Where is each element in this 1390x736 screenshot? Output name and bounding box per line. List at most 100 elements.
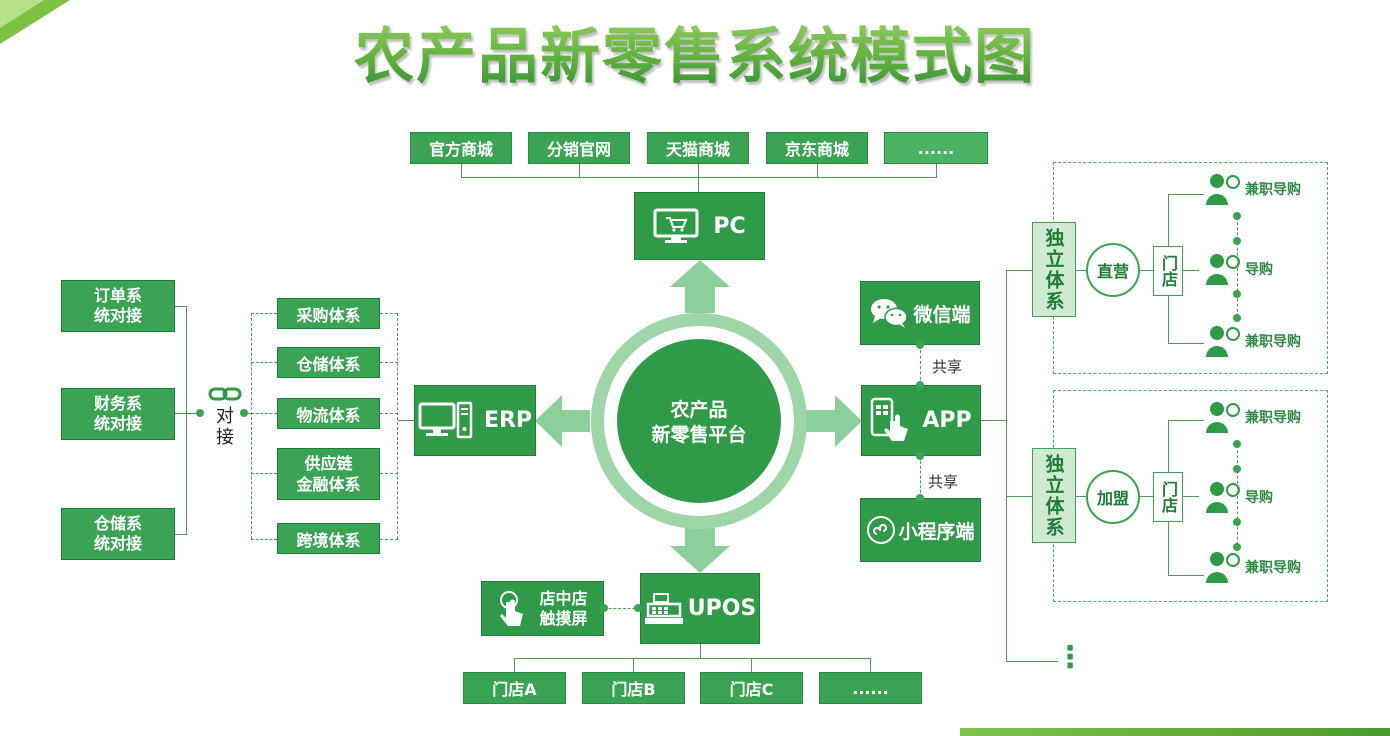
dot — [1233, 212, 1241, 220]
order-line1: 订单系 — [93, 286, 142, 305]
center-platform: 农产品 新零售平台 — [619, 398, 779, 448]
dot — [1233, 543, 1241, 551]
connector — [1168, 296, 1169, 343]
connect-line2: 接 — [216, 427, 234, 448]
module-procurement: 采购体系 — [277, 298, 380, 329]
dot — [1233, 237, 1241, 245]
connector — [698, 164, 699, 192]
staff-label: 兼职导购 — [1245, 560, 1301, 576]
dot — [916, 494, 924, 502]
connect-line1: 对 — [216, 406, 234, 427]
connector — [1006, 496, 1032, 497]
connector — [1168, 522, 1169, 575]
connector — [251, 413, 277, 414]
modules-frame — [251, 313, 398, 539]
arrow-down — [670, 525, 730, 573]
store-a: 门店A — [463, 672, 566, 704]
connector — [633, 658, 634, 672]
connector — [936, 164, 937, 178]
corner-decoration-light — [0, 0, 44, 28]
order-system-box: 订单系 统对接 — [61, 280, 175, 332]
erp-box: ERP — [414, 385, 536, 456]
connector — [1140, 496, 1153, 497]
connector — [1168, 194, 1169, 246]
direct-operation-circle: 直营 — [1086, 243, 1140, 297]
share-label-top: 共享 — [932, 358, 963, 376]
connector — [870, 658, 871, 672]
arrow-up — [670, 260, 730, 313]
connector — [1006, 661, 1058, 662]
arrow-left — [535, 395, 590, 447]
center-line1: 农产品 — [670, 399, 728, 421]
staff-label: 兼职导购 — [1245, 410, 1301, 426]
erp-label: ERP — [483, 408, 533, 433]
connector — [514, 658, 515, 672]
connector — [1168, 575, 1204, 576]
module-line1: 供应链 — [304, 454, 353, 473]
wechat-box: 微信端 — [860, 281, 980, 345]
store-c: 门店C — [700, 672, 803, 704]
connector — [1006, 270, 1032, 271]
connector — [1140, 270, 1153, 271]
connector — [514, 658, 871, 659]
app-label: APP — [922, 408, 972, 433]
hub-arrows — [535, 260, 862, 573]
kiosk-line2: 触摸屏 — [539, 608, 588, 628]
module-warehousing: 仓储体系 — [277, 347, 380, 378]
channel-distribution-site: 分销官网 — [528, 132, 630, 164]
connector — [380, 413, 398, 414]
connector — [398, 420, 414, 421]
app-box: APP — [861, 385, 981, 456]
module-line2: 金融体系 — [296, 475, 361, 494]
arrow-right — [805, 395, 862, 447]
connector — [251, 539, 277, 540]
channel-tmall: 天猫商城 — [647, 132, 749, 164]
upos-dot — [634, 604, 642, 612]
connector — [251, 473, 277, 474]
share-connector-top — [920, 345, 921, 385]
staff-parttime-3: 兼职导购 — [1203, 400, 1301, 434]
kiosk-line1: 店中店 — [539, 588, 588, 608]
wechat-label: 微信端 — [913, 303, 971, 326]
connector — [1168, 194, 1204, 195]
phone-touch-icon — [871, 397, 909, 441]
connector — [1168, 343, 1204, 344]
connector — [461, 164, 462, 178]
staff-person-icon — [1206, 174, 1240, 205]
finance-system-box: 财务系 统对接 — [61, 388, 175, 440]
mini-program-box: 小程序端 — [860, 498, 981, 562]
staff-parttime-4: 兼职导购 — [1203, 550, 1301, 584]
franchise-circle: 加盟 — [1086, 470, 1140, 524]
staff-parttime-2: 兼职导购 — [1203, 324, 1301, 358]
independent-system-1: 独立体系 — [1032, 222, 1076, 317]
store-more: ...... — [819, 672, 922, 704]
channel-jd: 京东商城 — [766, 132, 868, 164]
store-node-1: 门店 — [1153, 246, 1183, 296]
connector — [251, 313, 277, 314]
dot — [1233, 290, 1241, 298]
kiosk-dot — [600, 604, 608, 612]
connector — [380, 313, 398, 314]
connector — [1076, 270, 1086, 271]
staff-label: 兼职导购 — [1245, 334, 1301, 350]
finance-line1: 财务系 — [93, 394, 142, 413]
connector — [186, 306, 187, 535]
staff-person-icon — [1206, 254, 1240, 285]
connector — [380, 539, 398, 540]
wechat-icon — [871, 299, 909, 328]
finance-line2: 统对接 — [93, 414, 142, 433]
connector — [1076, 496, 1086, 497]
dot — [916, 341, 924, 349]
share-connector-bottom — [920, 456, 921, 498]
order-line2: 统对接 — [93, 306, 142, 325]
connector — [700, 644, 701, 658]
staff-person-icon — [1206, 402, 1240, 433]
connector — [461, 177, 937, 178]
connector — [1006, 270, 1007, 662]
connector — [251, 362, 277, 363]
pc-label: PC — [713, 213, 746, 239]
connector — [817, 164, 818, 178]
connect-label: 对 接 — [213, 406, 237, 448]
share-label-bottom: 共享 — [928, 473, 959, 491]
connector — [380, 362, 398, 363]
